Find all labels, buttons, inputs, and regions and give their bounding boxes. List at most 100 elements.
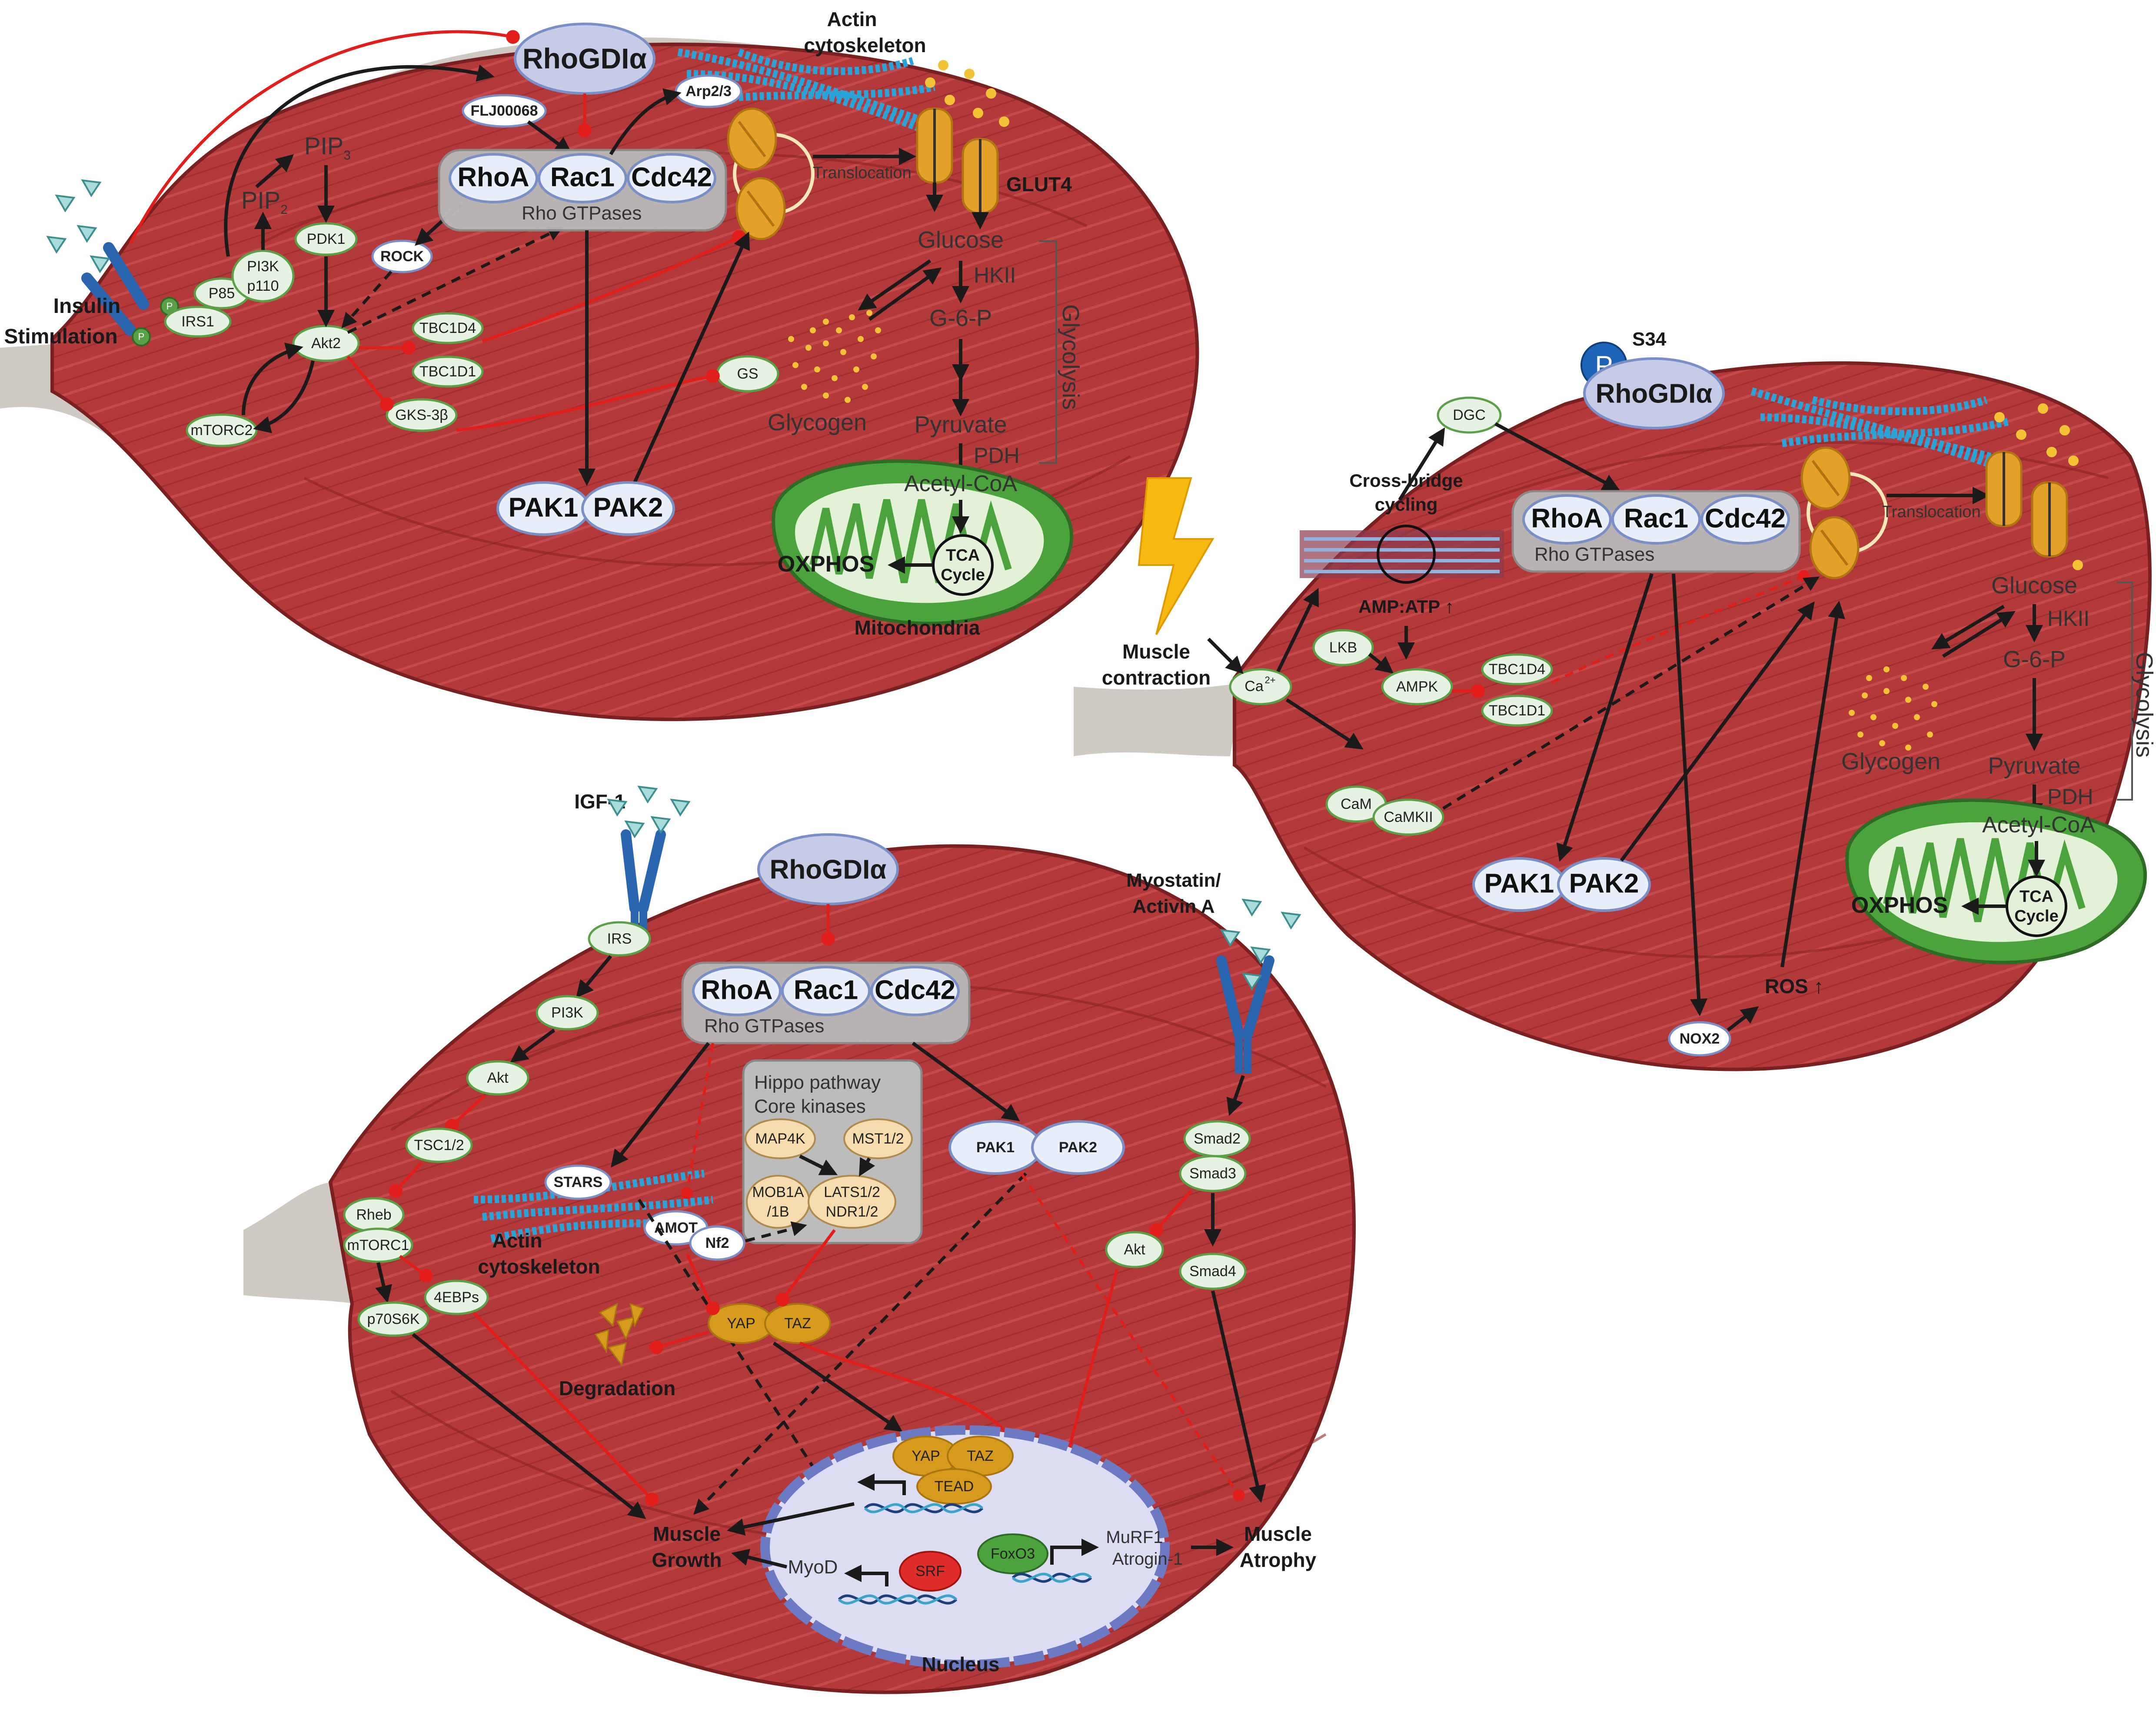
svg-text:Rac1: Rac1 [1624, 503, 1688, 533]
svg-text:TAZ: TAZ [967, 1448, 994, 1464]
degradation-label: Degradation [559, 1377, 675, 1400]
glycogen-label-a: Glycogen [768, 409, 867, 436]
pak-pair-b: PAK1 PAK2 [1472, 857, 1651, 912]
hkii-label-b: HKII [2047, 606, 2089, 631]
glycogen-a [788, 310, 881, 403]
svg-text:Cdc42: Cdc42 [1705, 503, 1786, 533]
nox2-node: NOX2 [1668, 1021, 1731, 1057]
pdh-label-b: PDH [2047, 785, 2093, 809]
dna-tead [864, 1503, 984, 1513]
svg-text:PI3K: PI3K [247, 258, 279, 275]
svg-text:RhoGDIα: RhoGDIα [1596, 379, 1713, 409]
igf-ligand [637, 785, 658, 804]
glut4-label: GLUT4 [1006, 173, 1072, 196]
svg-text:2+: 2+ [1264, 675, 1275, 685]
pip3-label: PIP3 [304, 132, 351, 163]
actin-filaments-b [1750, 387, 2019, 478]
igf-ligand [607, 798, 628, 817]
svg-text:Rac1: Rac1 [550, 162, 615, 192]
svg-text:Akt: Akt [1124, 1241, 1145, 1258]
svg-text:MOB1A: MOB1A [752, 1184, 804, 1200]
mtorc2-node: mTORC2 [186, 413, 258, 447]
glucose-particles-a [925, 60, 1009, 127]
rho-gtpase-box-b: RhoA Rac1 Cdc42 Rho GTPases [1511, 490, 1801, 573]
foxo3-node: FoxO3 [977, 1533, 1048, 1574]
svg-text:CaM: CaM [1341, 796, 1372, 812]
ampk-node: AMPK [1381, 668, 1453, 705]
svg-text:FLJ00068: FLJ00068 [471, 103, 538, 119]
svg-text:TBC1D4: TBC1D4 [1489, 661, 1545, 678]
rhogdi-node-b: RhoGDIα [1583, 357, 1725, 429]
translocation-label-a: Translocation [813, 164, 912, 182]
acetylcoa-label-b: Acetyl-CoA [1982, 812, 2095, 838]
svg-text:PAK1: PAK1 [1484, 868, 1554, 898]
svg-text:GKS-3β: GKS-3β [395, 407, 448, 423]
svg-text:Core kinases: Core kinases [754, 1096, 866, 1117]
svg-text:YAP: YAP [912, 1448, 940, 1464]
glucose-particles-b [1994, 403, 2083, 570]
fl-node: FLJ00068 [462, 94, 547, 128]
pip2-label: PIP2 [241, 186, 288, 217]
tca-label-b: TCA [2020, 888, 2053, 906]
pdk1-node: PDK1 [294, 222, 358, 256]
4ebp-node: 4EBPs [424, 1280, 489, 1315]
svg-text:IRS1: IRS1 [181, 313, 214, 330]
myostatin-ligand [1250, 946, 1271, 964]
pak-pair-c: PAK1 PAK2 [948, 1120, 1125, 1175]
insulin-stimulation-label: Insulin [53, 295, 121, 318]
s34-label: S34 [1632, 329, 1667, 350]
svg-text:RhoA: RhoA [457, 162, 529, 192]
tbc1d1-node: TBC1D1 [412, 356, 484, 388]
glut4-transporter-b [1985, 451, 2068, 558]
svg-text:PDK1: PDK1 [307, 231, 346, 247]
insulin-ligand [81, 179, 102, 197]
svg-text:PAK1: PAK1 [509, 492, 579, 522]
sarcomere [1300, 525, 1504, 584]
pdh-label-a: PDH [974, 443, 1020, 468]
g6p-label-a: G-6-P [929, 305, 992, 331]
rock-node: ROCK [371, 239, 433, 273]
tca-label-b-2: Cycle [2014, 907, 2058, 925]
svg-text:Akt: Akt [487, 1070, 509, 1086]
myostatin-receptor [1216, 898, 1301, 1074]
svg-text:RhoA: RhoA [701, 975, 772, 1005]
muscle-atrophy-label: Muscle [1244, 1523, 1312, 1545]
actin-label-a: Actin [827, 8, 877, 30]
tsc-node: TSC1/2 [405, 1127, 473, 1163]
cam-node: CaM [1325, 785, 1387, 823]
svg-text:4EBPs: 4EBPs [434, 1289, 479, 1306]
svg-text:TAZ: TAZ [784, 1315, 811, 1332]
ca-node: Ca 2+ [1229, 668, 1292, 705]
stars-node: STARS [544, 1164, 612, 1200]
yap-taz-nuclear: YAP TAZ TEAD [892, 1436, 1014, 1505]
svg-text:Cdc42: Cdc42 [631, 162, 712, 192]
svg-text:PI3K: PI3K [551, 1004, 583, 1021]
panel-contraction: Muscle contraction P S34 RhoGDIα DGC Cro… [1074, 329, 2156, 1071]
actin-label-c-2: cytoskeleton [478, 1255, 600, 1278]
svg-text:NDR1/2: NDR1/2 [826, 1204, 878, 1220]
glut4-transporter [916, 107, 999, 214]
svg-text:NOX2: NOX2 [1680, 1031, 1720, 1047]
muscle-a [0, 37, 1199, 722]
glycolysis-label-a: Glycolysis [1058, 304, 1084, 410]
translocation-label-b: Translocation [1882, 503, 1981, 521]
svg-text:IRS: IRS [607, 931, 632, 947]
actin-label-a-2: cytoskeleton [804, 34, 926, 57]
glut4-vesicle [727, 107, 815, 240]
gs-node: GS [716, 355, 779, 392]
myostatin-ligand [1220, 929, 1241, 947]
insulin-stimulation-label-2: Stimulation [4, 325, 117, 348]
svg-text:Cdc42: Cdc42 [875, 975, 955, 1005]
svg-text:Hippo pathway: Hippo pathway [754, 1072, 881, 1093]
insulin-ligand [77, 225, 97, 243]
myostatin-ligand [1281, 911, 1301, 930]
tbc1d1-node-b: TBC1D1 [1481, 695, 1553, 727]
camkii-node: CaMKII [1372, 798, 1444, 836]
svg-text:Rho GTPases: Rho GTPases [522, 203, 642, 224]
crossbridge-label: Cross-bridge [1349, 470, 1463, 491]
svg-text:Rac1: Rac1 [794, 975, 858, 1005]
pak-pair-a: PAK1 PAK2 [496, 481, 675, 536]
nucleus-label: Nucleus [922, 1653, 1000, 1676]
svg-text:/1B: /1B [767, 1204, 789, 1220]
